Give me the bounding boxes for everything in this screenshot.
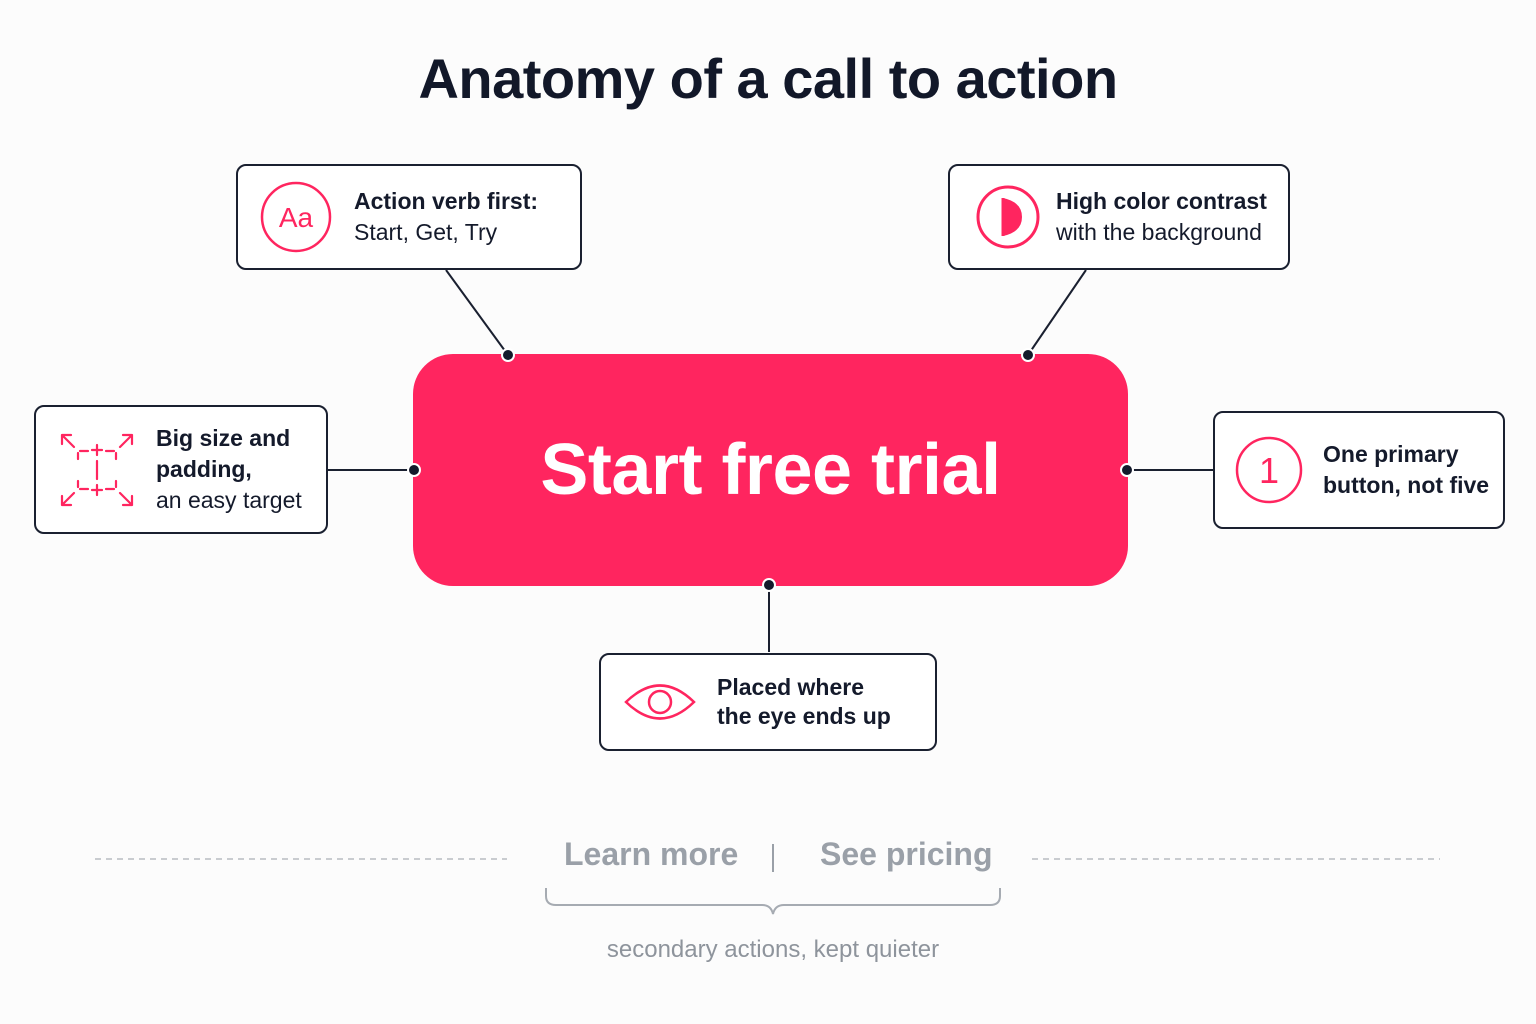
see-pricing-link[interactable]: See pricing (820, 836, 993, 872)
callout-one-primary: 1 One primary button, not five (1213, 411, 1505, 529)
callout-one-primary-heading: One primary (1323, 441, 1459, 467)
callout-placement-heading-2: the eye ends up (717, 703, 891, 729)
number-one-circle-icon: 1 (1235, 436, 1303, 504)
callout-size-heading: Big size and (156, 425, 291, 451)
expand-target-icon (58, 431, 136, 509)
callout-placement-heading: Placed where (717, 674, 865, 700)
callout-action-verb-heading: Action verb first: (354, 188, 539, 214)
callout-action-verb: Aa Action verb first: Start, Get, Try (236, 164, 582, 270)
callout-action-verb-detail: Start, Get, Try (354, 219, 498, 245)
callout-contrast-heading: High color contrast (1056, 188, 1267, 214)
svg-text:1: 1 (1259, 450, 1279, 491)
callout-contrast-detail: with the background (1056, 219, 1262, 245)
eye-icon (623, 677, 697, 727)
contrast-half-circle-icon (976, 185, 1040, 249)
page-title: Anatomy of a call to action (418, 47, 1118, 110)
letters-aa-icon: Aa (260, 181, 332, 253)
connector-contrast (1027, 269, 1087, 356)
callout-placement: Placed where the eye ends up (599, 653, 937, 751)
callout-size: Big size and padding, an easy target (34, 405, 328, 534)
start-free-trial-button[interactable]: Start free trial (413, 354, 1128, 586)
secondary-actions-caption: secondary actions, kept quieter (606, 936, 940, 963)
learn-more-link[interactable]: Learn more (564, 836, 739, 872)
secondary-brace (545, 888, 1001, 915)
callout-contrast: High color contrast with the background (948, 164, 1290, 270)
callout-one-primary-heading-2: button, not five (1323, 472, 1490, 498)
callout-size-detail: an easy target (156, 487, 302, 513)
connector-action-verb (445, 269, 509, 356)
callout-size-heading-2: padding, (156, 456, 252, 482)
svg-text:Aa: Aa (279, 202, 314, 233)
